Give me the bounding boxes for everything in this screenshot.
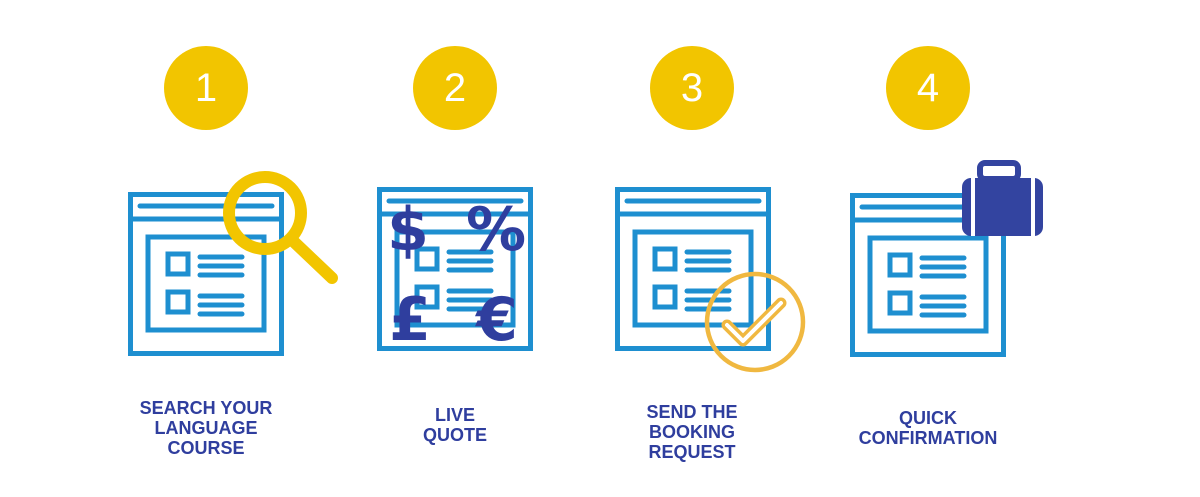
step-3-badge: 3 bbox=[650, 46, 734, 130]
step-1-badge: 1 bbox=[164, 46, 248, 130]
label-line: QUOTE bbox=[422, 425, 487, 445]
label-line: LIVE bbox=[434, 405, 475, 425]
pound-sign: £ bbox=[389, 285, 431, 355]
step-1-label: SEARCH YOUR LANGUAGE COURSE bbox=[96, 398, 316, 458]
label-line: QUICK bbox=[899, 408, 957, 428]
browser-window-icon bbox=[131, 195, 282, 354]
label-line: SEARCH YOUR bbox=[139, 398, 273, 418]
step-4-badge: 4 bbox=[886, 46, 970, 130]
label-line: COURSE bbox=[167, 438, 245, 458]
step-3-label: SEND THE BOOKING REQUEST bbox=[582, 402, 802, 462]
euro-sign: € bbox=[474, 285, 518, 355]
label-line: CONFIRMATION bbox=[858, 428, 998, 448]
browser-window-icon bbox=[618, 190, 769, 349]
checkmark-icon bbox=[704, 271, 806, 373]
percent-sign: % bbox=[466, 195, 526, 265]
label-line: BOOKING bbox=[648, 422, 735, 442]
label-line: SEND THE bbox=[646, 402, 738, 422]
label-line: LANGUAGE bbox=[154, 418, 258, 438]
magnifier-icon bbox=[223, 171, 338, 284]
step-2-badge: 2 bbox=[413, 46, 497, 130]
dollar-sign: $ bbox=[387, 195, 429, 265]
currency-icon: $ % £ € bbox=[387, 195, 526, 355]
label-line: REQUEST bbox=[648, 442, 736, 462]
suitcase-icon bbox=[962, 160, 1043, 236]
step-2-label: LIVE QUOTE bbox=[345, 405, 565, 445]
step-4-label: QUICK CONFIRMATION bbox=[818, 408, 1038, 448]
